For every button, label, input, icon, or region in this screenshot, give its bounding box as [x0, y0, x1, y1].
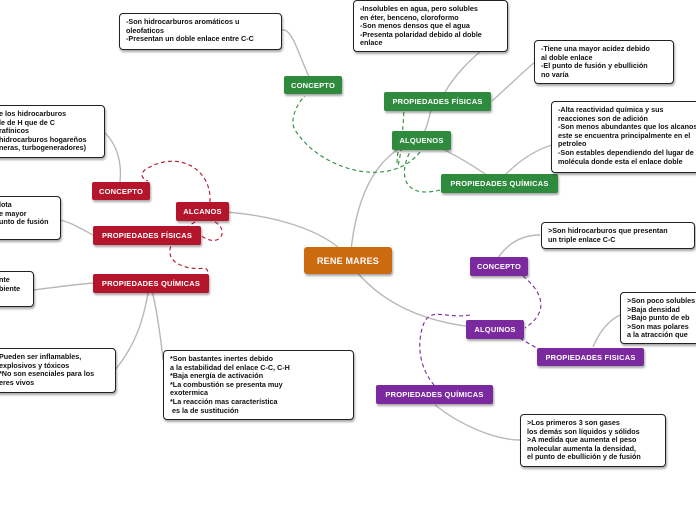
- alquenos-quimicas-note: -Alta reactividad química y sus reaccion…: [551, 101, 696, 173]
- connector-alcanos-quimicas-note2: [114, 282, 151, 371]
- alcanos-fisicas-node[interactable]: PROPIEDADES FÍSICAS: [93, 226, 201, 245]
- alcanos-concepto-node[interactable]: CONCEPTO: [92, 182, 150, 200]
- connector-quimicas-note: [504, 144, 553, 176]
- alcanos-quimicas-note-1: nte biente: [0, 271, 34, 307]
- dash-alcanos-concepto: [141, 160, 211, 203]
- dash-alquinos-concepto: [522, 275, 542, 329]
- alcanos-quimicas-node[interactable]: PROPIEDADES QUÍMICAS: [93, 274, 209, 293]
- alquenos-quimicas-node[interactable]: PROPIEDADES QUÍMICAS: [441, 174, 558, 193]
- alquenos-fisicas-note-2: -Tiene una mayor acidez debido al doble …: [534, 40, 674, 84]
- alquenos-node[interactable]: ALQUENOS: [392, 131, 451, 150]
- alcanos-concepto-note: e los hidrocarburos le de H que de C raf…: [0, 105, 105, 158]
- dashed-connectors: [141, 95, 554, 386]
- center-node[interactable]: RENE MARES: [304, 247, 392, 274]
- connector-fisicas-note1: [444, 51, 481, 93]
- alquenos-concepto-note: -Son hidrocarburos aromáticos u oleofati…: [119, 13, 282, 50]
- connector-fisicas-note2: [491, 61, 536, 102]
- alcanos-quimicas-note-2: Pueden ser inflamables, explosivos y tóx…: [0, 348, 116, 393]
- connector-alcanos-fisicas-note: [59, 219, 94, 236]
- connector-alcanos-quimicas-note3: [149, 282, 164, 361]
- dash-alquenos-quimicas: [403, 151, 441, 193]
- alquinos-fisicas-node[interactable]: PROPIEDADES FISICAS: [537, 348, 644, 366]
- dash-alquinos-quimicas: [419, 313, 471, 386]
- alquinos-quimicas-note: >Los primeros 3 son gases los demás son …: [520, 414, 666, 467]
- alquenos-concepto-node[interactable]: CONCEPTO: [284, 76, 342, 94]
- alquenos-fisicas-note-1: -Insolubles en agua, pero solubles en ét…: [353, 0, 508, 52]
- alquinos-concepto-note: >Son hidrocarburos que presentan un trip…: [541, 222, 695, 249]
- alquenos-fisicas-node[interactable]: PROPIEDADES FÍSICAS: [384, 92, 491, 111]
- dash-alquenos-concepto: [292, 95, 421, 173]
- alquinos-concepto-node[interactable]: CONCEPTO: [470, 257, 528, 276]
- connector-alquinos-concepto-note: [497, 234, 541, 259]
- alquinos-node[interactable]: ALQUINOS: [466, 320, 524, 339]
- connector-alcanos-concepto-note: [103, 131, 122, 183]
- alcanos-quimicas-note-3: *Son bastantes inertes debido a la estab…: [163, 350, 354, 420]
- connector-center-alquenos: [349, 139, 421, 263]
- connector-alquinos-quimicas-note: [434, 404, 521, 441]
- alcanos-node[interactable]: ALCANOS: [176, 202, 229, 221]
- alquinos-fisicas-note: >Son poco solubles >Baja densidad >Bajo …: [620, 292, 696, 344]
- alcanos-fisicas-note: lota e mayor unto de fusión: [0, 196, 61, 240]
- connector-alquinos-fisicas-note: [592, 314, 621, 348]
- connector-alcanos-quimicas-note1: [32, 282, 94, 291]
- alquinos-quimicas-node[interactable]: PROPIEDADES QUÍMICAS: [376, 385, 493, 404]
